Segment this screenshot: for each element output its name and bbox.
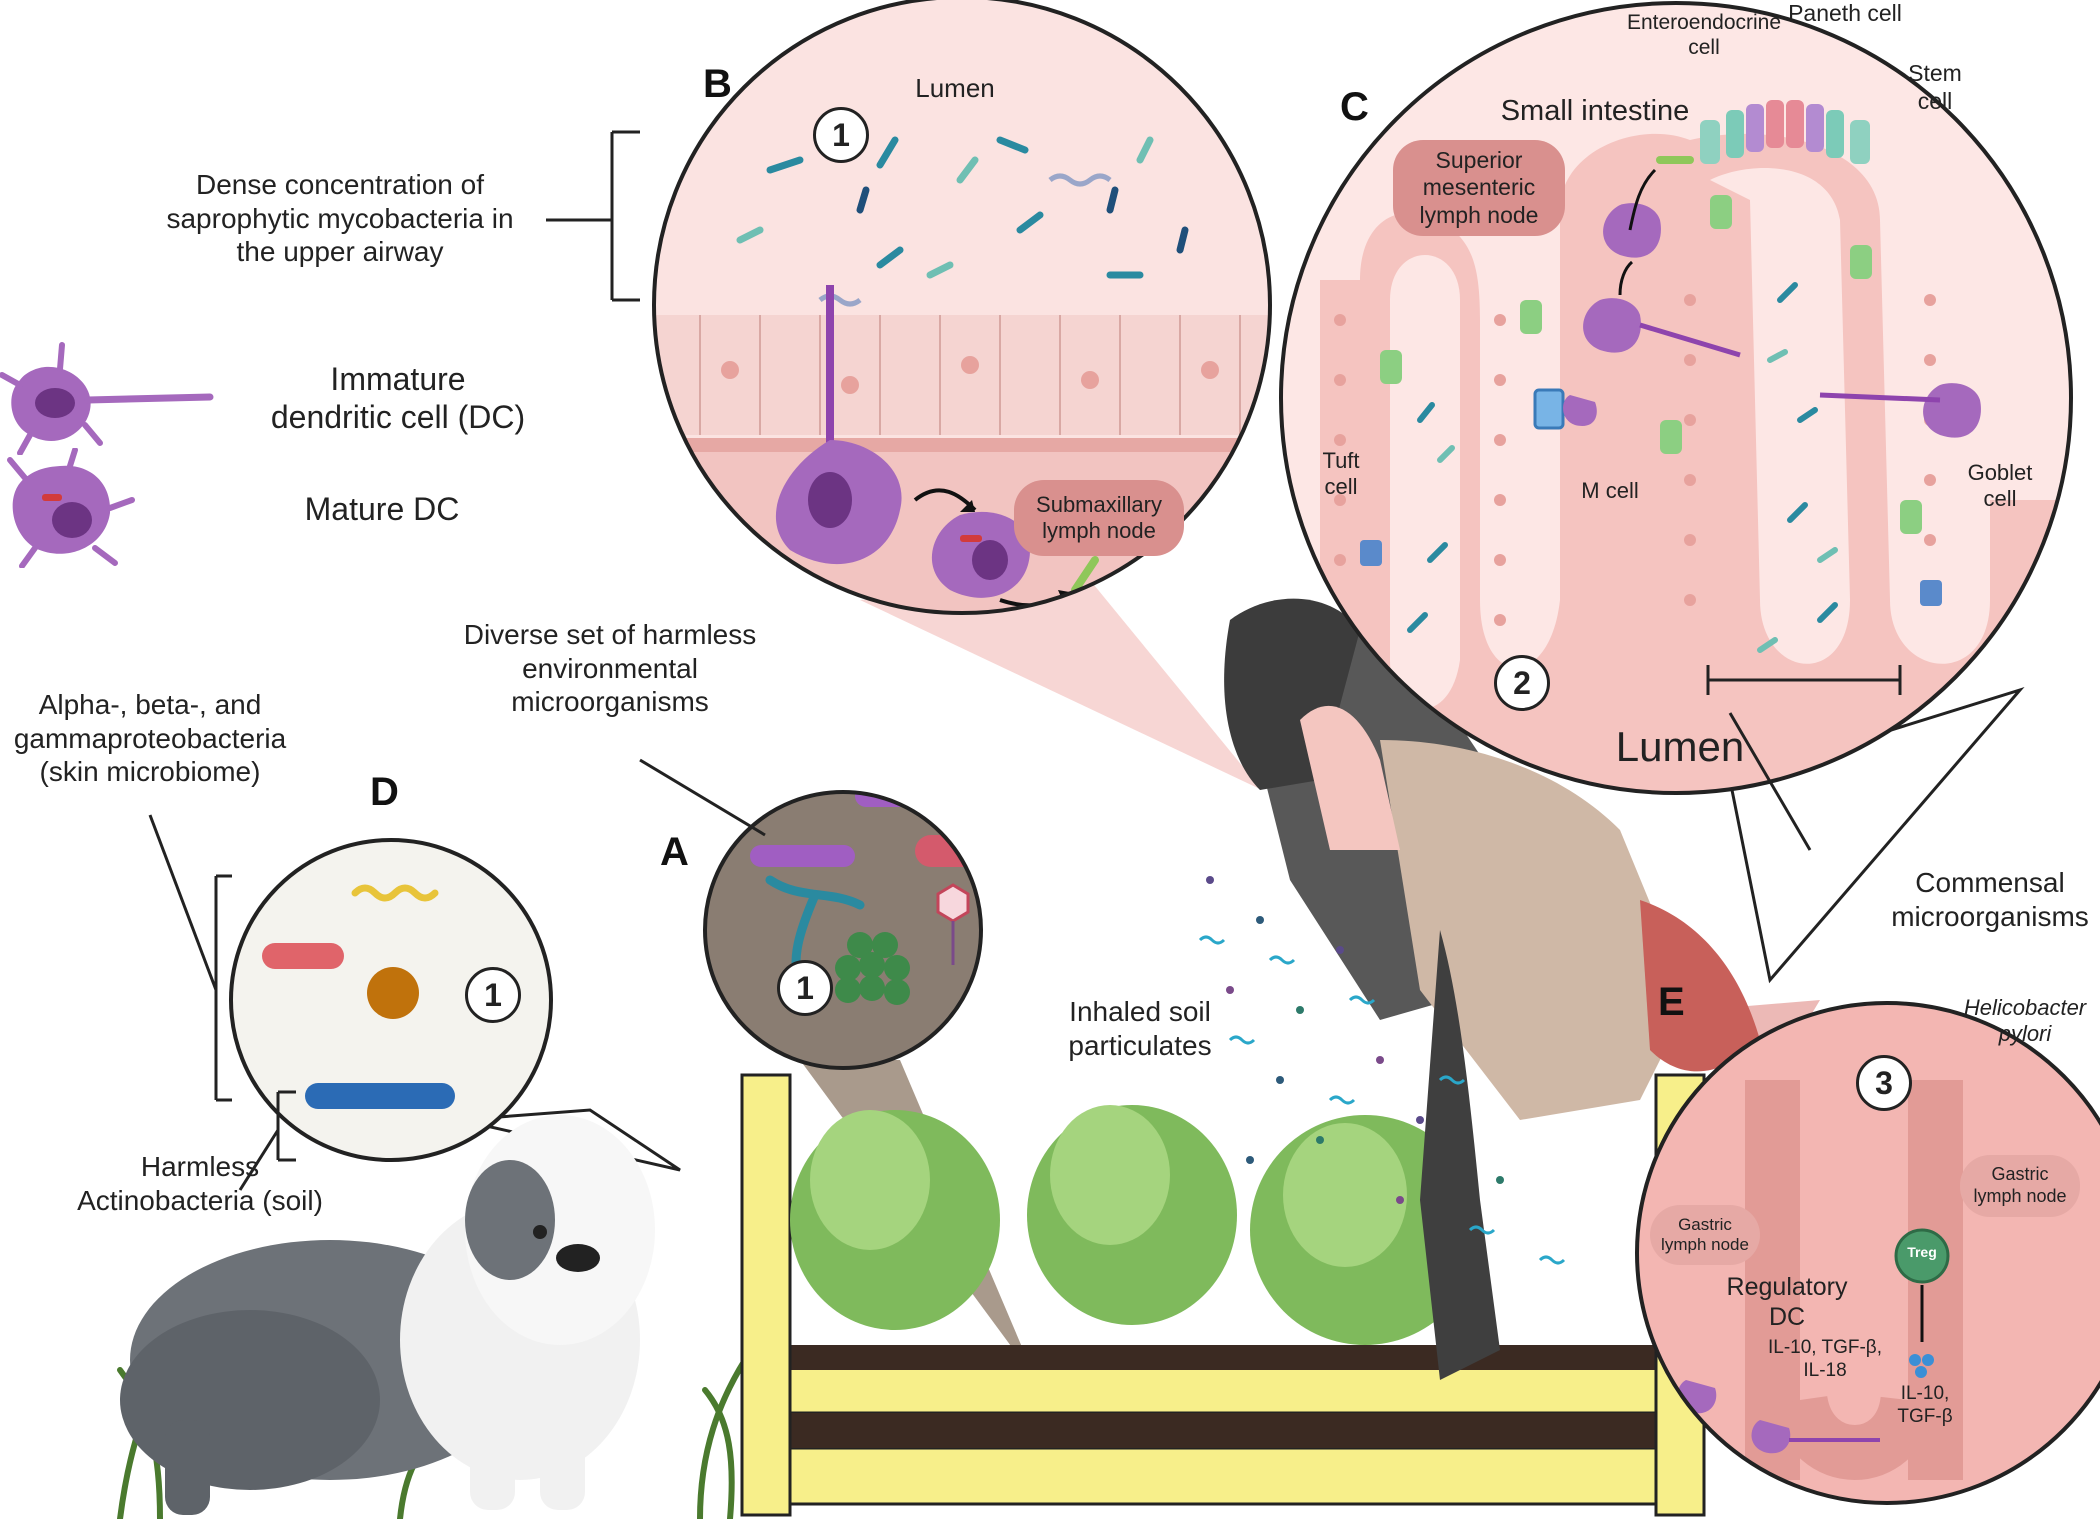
label-mature-dc: Mature DC	[304, 491, 460, 527]
person	[1224, 598, 1760, 1380]
number-1-a: 1	[777, 960, 833, 1016]
label-treg: Treg	[1907, 1244, 1937, 1260]
number-1-d: 1	[465, 967, 521, 1023]
label-paneth: Paneth cell	[1788, 0, 1902, 26]
label-small-intestine: Small intestine	[1500, 95, 1690, 127]
number-1-b: 1	[813, 107, 869, 163]
zoom-circle-a	[703, 790, 983, 1070]
panel-label-d: D	[370, 770, 399, 814]
number-3-e: 3	[1856, 1055, 1912, 1111]
label-lumen-b: Lumen	[915, 73, 995, 103]
mature-dc-icon	[7, 448, 135, 568]
panel-label-a: A	[660, 830, 689, 874]
label-goblet-cell: Goblet cell	[1967, 460, 2033, 512]
panel-label-e: E	[1658, 980, 1685, 1024]
label-commensal: Commensal microorganisms	[1891, 867, 2089, 932]
immature-dc-icon	[0, 342, 214, 455]
particulates	[1198, 876, 1566, 1265]
zoom-cone-b	[860, 580, 1262, 790]
panel-label-b: B	[703, 62, 732, 106]
label-tuft-cell: Tuft cell	[1322, 448, 1360, 500]
label-harmless-actinobacteria: Harmless Actinobacteria (soil)	[77, 1151, 323, 1216]
zoom-circle-b	[652, 0, 1272, 615]
label-cytokines-dc: IL-10, TGF-β, IL-18	[1767, 1337, 1883, 1381]
label-lumen-c: Lumen	[1615, 723, 1745, 770]
label-m-cell: M cell	[1581, 478, 1639, 503]
zoom-circle-e	[1635, 1001, 2100, 1505]
label-diverse-set: Diverse set of harmless environmental mi…	[463, 619, 757, 718]
lettuce	[790, 1105, 1480, 1345]
label-immature-dc: Immature dendritic cell (DC)	[270, 361, 526, 436]
dog	[120, 1115, 655, 1515]
label-stem-cell: Stem cell	[1908, 60, 1962, 114]
label-alpha-beta-gamma: Alpha-, beta-, and gammaproteobacteria (…	[13, 689, 287, 788]
number-2-c: 2	[1494, 655, 1550, 711]
label-inhaled-soil: Inhaled soil particulates	[1068, 996, 1212, 1061]
label-enteroendocrine: Enteroendocrine cell	[1626, 11, 1782, 60]
label-dense-concentration: Dense concentration of saprophytic mycob…	[166, 169, 514, 268]
leader-lines	[148, 130, 1812, 1191]
label-helicobacter: Helicobacter pylori	[1963, 995, 2087, 1047]
panel-label-c: C	[1340, 85, 1369, 129]
label-cytokines-treg: IL-10, TGF-β	[1897, 1383, 1953, 1427]
zoom-circle-d	[229, 838, 553, 1162]
label-regulatory-dc: Regulatory DC	[1726, 1273, 1848, 1331]
